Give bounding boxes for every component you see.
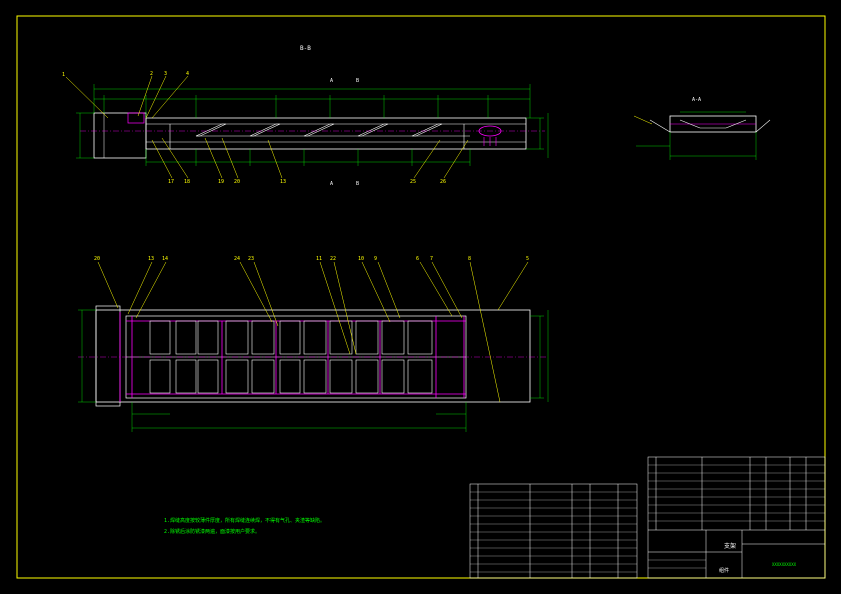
svg-text:25: 25 (410, 179, 416, 185)
svg-text:1: 1 (62, 72, 65, 78)
company-name: XXXXXXXXXX (772, 562, 797, 567)
bom-rows (470, 464, 825, 573)
svg-text:2.除锈后涂防锈漆两遍，面漆按用户要求。: 2.除锈后涂防锈漆两遍，面漆按用户要求。 (164, 528, 260, 535)
section-marker-b-bottom: B (356, 181, 359, 187)
svg-text:13: 13 (148, 256, 154, 262)
svg-text:17: 17 (168, 179, 174, 185)
svg-text:26: 26 (440, 179, 446, 185)
svg-text:6: 6 (416, 256, 419, 262)
technical-notes: 1.焊缝高度按较薄件厚度，所有焊缝连续焊，不得有气孔、夹渣等缺陷。 2.除锈后涂… (164, 517, 325, 535)
svg-text:22: 22 (330, 256, 336, 262)
bill-of-materials (469, 456, 826, 579)
plan-view (78, 261, 549, 432)
view-label-top: B-B (300, 45, 311, 52)
section-marker-a-bottom: A (330, 181, 333, 187)
svg-text:1.焊缝高度按较薄件厚度，所有焊缝连续焊，不得有气孔、夹渣等: 1.焊缝高度按较薄件厚度，所有焊缝连续焊，不得有气孔、夹渣等缺陷。 (164, 517, 325, 524)
svg-text:2: 2 (150, 71, 153, 77)
section-marker-b-top: B (356, 78, 359, 84)
svg-text:19: 19 (218, 179, 224, 185)
sheet-border (16, 15, 826, 579)
svg-text:14: 14 (162, 256, 168, 262)
svg-text:23: 23 (248, 256, 254, 262)
svg-text:18: 18 (184, 179, 190, 185)
view-label-side: A-A (692, 97, 701, 103)
material-label: 组件 (719, 567, 729, 574)
svg-text:9: 9 (374, 256, 377, 262)
section-marker-a-top: A (330, 78, 333, 84)
svg-text:20: 20 (94, 256, 100, 262)
drawing-title: 支架 (724, 542, 736, 550)
svg-text:13: 13 (280, 179, 286, 185)
svg-text:11: 11 (316, 256, 322, 262)
svg-text:7: 7 (430, 256, 433, 262)
svg-text:3: 3 (164, 71, 167, 77)
svg-text:24: 24 (234, 256, 240, 262)
section-view (633, 111, 771, 160)
elevation-view (65, 75, 549, 179)
svg-text:8: 8 (468, 256, 471, 262)
svg-text:10: 10 (358, 256, 364, 262)
svg-text:4: 4 (186, 71, 189, 77)
svg-text:5: 5 (526, 256, 529, 262)
svg-text:20: 20 (234, 179, 240, 185)
callouts-plan: 20 13 14 24 23 11 22 10 9 6 7 8 5 (94, 256, 529, 262)
callouts-top: 1 2 3 4 17 18 19 20 13 25 26 (62, 71, 446, 185)
